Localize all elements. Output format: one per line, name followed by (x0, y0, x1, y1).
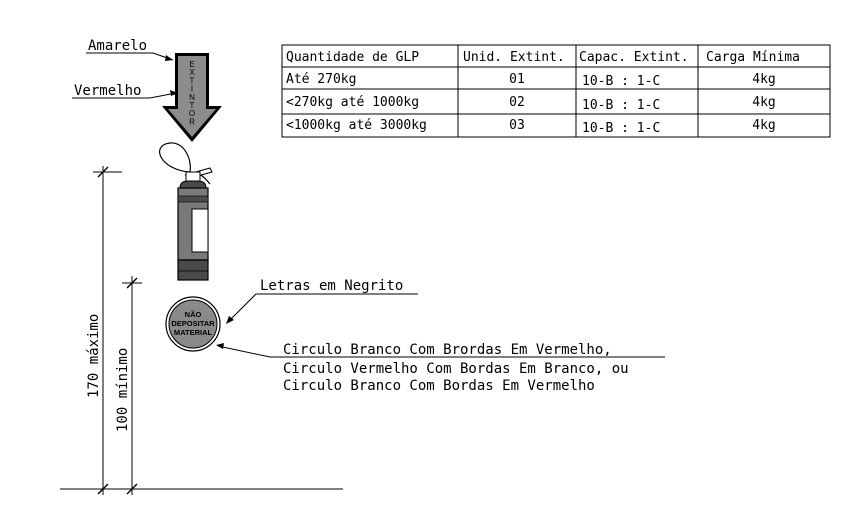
table-cell-r2-c2: 02 (509, 95, 525, 110)
sign-line-2: DEPOSITAR (171, 319, 215, 328)
label-vermelho: Vermelho (72, 83, 178, 99)
amarelo-text: Amarelo (88, 38, 147, 54)
table-header-carga: Carga Mínima (706, 50, 800, 65)
table-cell-r1-c1: Até 270kg (286, 72, 356, 87)
nao-depositar-sign: NÃO DEPOSITAR MATERIAL (165, 296, 221, 352)
arrow-letter: R (189, 117, 195, 126)
dim-100-text: 100 mínimo (115, 348, 131, 432)
dimension-170: 170 máximo (86, 166, 122, 495)
circulo-line-2: Circulo Vermelho Com Bordas Em Branco, o… (283, 361, 629, 377)
table-cell-r1-c4: 4kg (752, 72, 775, 87)
extinguisher-icon (159, 142, 213, 281)
table-cell-r3-c4: 4kg (752, 118, 775, 133)
arrow-letter: O (189, 109, 195, 118)
table-header-qtd: Quantidade de GLP (286, 50, 419, 65)
circulo-line-1: Circulo Branco Com Brordas Em Vermelho, (283, 342, 612, 358)
vermelho-text: Vermelho (74, 83, 141, 99)
label-circulo: Circulo Branco Com Brordas Em Vermelho, … (216, 342, 665, 394)
arrow-letter: I (191, 85, 193, 94)
table-cell-r2-c1: <270kg até 1000kg (286, 95, 419, 110)
dimension-100: 100 mínimo (115, 276, 142, 495)
arrow-letter: E (189, 60, 194, 69)
table-cell-r3-c2: 03 (509, 118, 525, 133)
sign-line-1: NÃO (185, 310, 202, 319)
letras-text: Letras em Negrito (260, 278, 403, 294)
table-header-capac: Capac. Extint. (579, 50, 689, 65)
label-letras: Letras em Negrito (226, 278, 418, 324)
table-cell-r2-c3: 10-B : 1-C (582, 98, 660, 113)
table-cell-r2-c4: 4kg (752, 95, 775, 110)
arrow-letter: N (189, 93, 195, 102)
table-cell-r1-c3: 10-B : 1-C (582, 74, 660, 89)
glp-table: Quantidade de GLP Unid. Extint. Capac. E… (281, 44, 831, 138)
table-cell-r3-c3: 10-B : 1-C (582, 121, 660, 136)
table-header-unid: Unid. Extint. (463, 50, 565, 65)
circulo-line-3: Circulo Branco Com Bordas Em Vermelho (283, 378, 595, 394)
dim-170-text: 170 máximo (86, 314, 102, 398)
arrow-letter: T (190, 101, 195, 110)
table-cell-r3-c1: <1000kg até 3000kg (286, 118, 427, 133)
arrow-letter: X (189, 68, 195, 77)
table-cell-r1-c2: 01 (509, 72, 525, 87)
arrow-letter: T (190, 76, 195, 85)
sign-line-3: MATERIAL (174, 328, 213, 337)
label-amarelo: Amarelo (86, 38, 174, 61)
